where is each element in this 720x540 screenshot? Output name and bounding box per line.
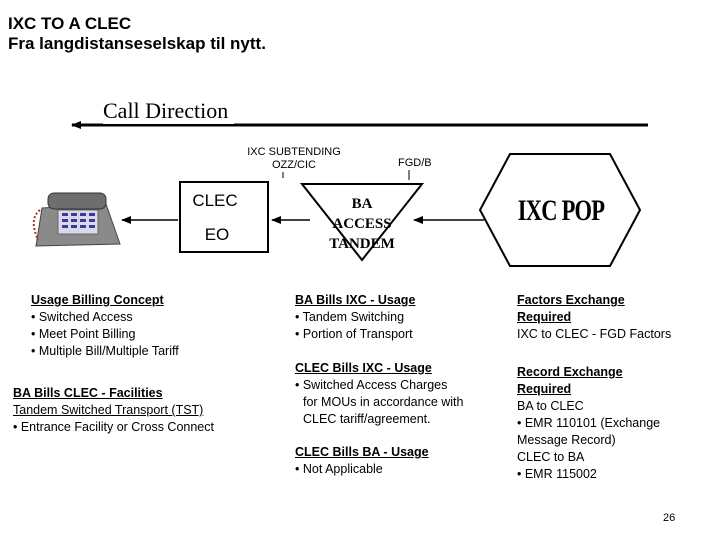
- call-direction-label: Call Direction: [103, 98, 235, 124]
- ixc-pop-label: IXC POP: [517, 194, 605, 227]
- factors-item: IXC to CLEC - FGD Factors: [517, 327, 672, 341]
- fgd-label: FGD/B: [398, 157, 432, 169]
- tandem-line1: BA: [351, 196, 373, 212]
- clec-box-label: CLEC: [192, 191, 238, 210]
- clec-bills-ba-section: CLEC Bills BA - Usage • Not Applicable: [295, 444, 495, 478]
- factors-heading-line1: Factors Exchange: [517, 293, 625, 307]
- clec-bills-ixc-item: CLEC tariff/agreement.: [303, 412, 431, 426]
- ixc-subtending-line1: IXC SUBTENDING: [247, 146, 341, 158]
- ba-bills-ixc-heading: BA Bills IXC - Usage: [295, 293, 416, 307]
- ixc-subtending-line2: OZZ/CIC: [272, 159, 316, 171]
- usage-billing-section: Usage Billing Concept • Switched Access …: [31, 292, 251, 360]
- record-item: BA to CLEC: [517, 399, 584, 413]
- facilities-section: BA Bills CLEC - Facilities Tandem Switch…: [13, 385, 263, 436]
- eo-box-label: EO: [204, 225, 230, 244]
- record-heading-line2: Required: [517, 382, 572, 396]
- page-subtitle: Fra langdistanseselskap til nytt.: [8, 34, 266, 53]
- record-heading-line1: Record Exchange: [517, 365, 623, 379]
- ba-bills-ixc-item: • Portion of Transport: [295, 327, 413, 341]
- usage-billing-heading: Usage Billing Concept: [31, 293, 164, 307]
- clec-bills-ba-item: • Not Applicable: [295, 462, 383, 476]
- clec-bills-ixc-heading: CLEC Bills IXC - Usage: [295, 361, 432, 375]
- record-exchange-section: Record Exchange Required BA to CLEC • EM…: [517, 364, 712, 483]
- ixc-pop-hexagon: [478, 153, 642, 267]
- ba-bills-ixc-section: BA Bills IXC - Usage • Tandem Switching …: [295, 292, 495, 343]
- page-title: IXC TO A CLEC: [8, 14, 132, 33]
- factors-heading-line2: Required: [517, 310, 572, 324]
- clec-bills-ixc-section: CLEC Bills IXC - Usage • Switched Access…: [295, 360, 495, 428]
- ixc-subtending-label: IXC SUBTENDING OZZ/CIC: [232, 146, 356, 172]
- usage-item: • Meet Point Billing: [31, 327, 136, 341]
- record-item: • EMR 115002: [517, 467, 597, 481]
- facilities-heading: BA Bills CLEC - Facilities: [13, 386, 163, 400]
- clec-bills-ixc-item: • Switched Access Charges: [295, 378, 448, 392]
- clec-bills-ba-heading: CLEC Bills BA - Usage: [295, 445, 429, 459]
- clec-eo-box: [179, 181, 269, 253]
- facilities-item: Tandem Switched Transport (TST): [13, 403, 204, 417]
- facilities-item: • Entrance Facility or Cross Connect: [13, 420, 214, 434]
- record-item: Message Record): [517, 433, 616, 447]
- factors-exchange-section: Factors Exchange Required IXC to CLEC - …: [517, 292, 712, 343]
- record-item: • EMR 110101 (Exchange: [517, 416, 661, 430]
- telephone-icon: [32, 192, 121, 247]
- tandem-label: BA ACCESS TANDEM: [322, 194, 402, 254]
- ba-access-tandem-triangle: [299, 183, 425, 262]
- record-item: CLEC to BA: [517, 450, 585, 464]
- clec-bills-ixc-item: for MOUs in accordance with: [303, 395, 464, 409]
- ba-bills-ixc-item: • Tandem Switching: [295, 310, 405, 324]
- usage-item: • Multiple Bill/Multiple Tariff: [31, 344, 179, 358]
- tandem-line2: ACCESS: [332, 216, 392, 232]
- tandem-line3: TANDEM: [329, 236, 395, 252]
- page-number: 26: [663, 512, 676, 524]
- usage-item: • Switched Access: [31, 310, 133, 324]
